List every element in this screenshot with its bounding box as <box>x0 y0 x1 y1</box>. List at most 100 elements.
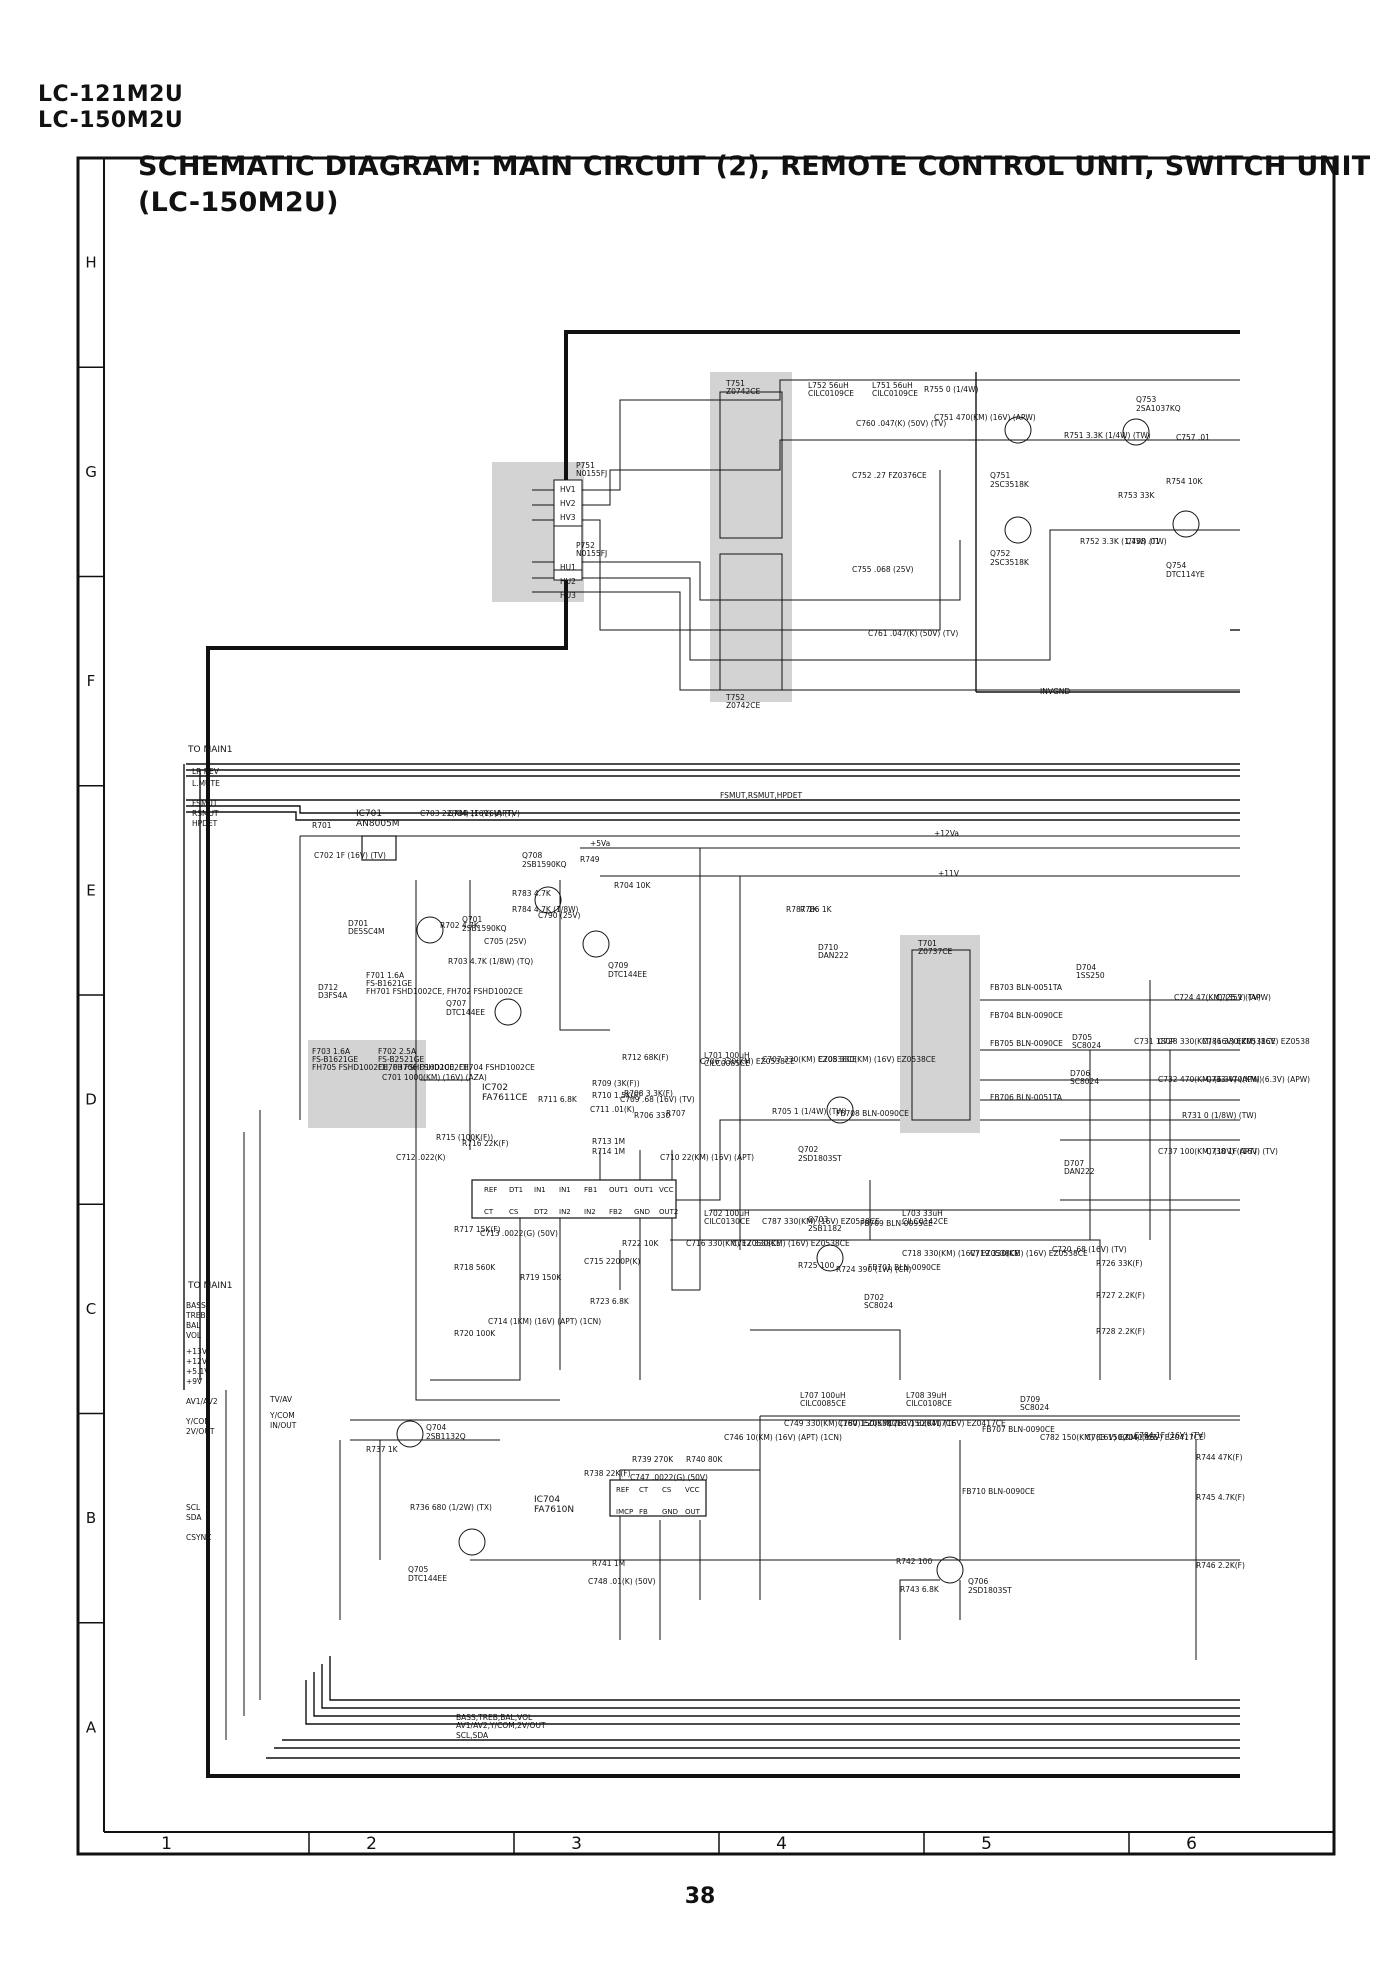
transistor-part: 2SB1590KQ <box>522 860 567 869</box>
transistor-ref: Q708 <box>522 851 542 860</box>
capacitor-label: C738 1F (16V) (TV) <box>1206 1147 1278 1156</box>
row-label-b: B <box>86 1509 96 1527</box>
capacitor-label: C784 1F (16V) (TV) <box>1134 1431 1206 1440</box>
diode-part: SC8024 <box>864 1301 893 1310</box>
capacitor-label: C718 330(KM) (16V) EZ0538CE <box>902 1249 1020 1258</box>
ic702-pin-label: FB2 <box>609 1208 622 1216</box>
transistor-ref: Q709 <box>608 961 628 970</box>
page-subtitle: (LC-150M2U) <box>138 187 339 218</box>
inductor-ref: L708 39uH <box>906 1391 947 1400</box>
model-number-2: LC-150M2U <box>38 108 184 133</box>
bus-label: AV1/AV2,Y/COM,2V/OUT <box>456 1721 546 1730</box>
row-label-h: H <box>85 254 96 272</box>
plug-part: N0155FJ <box>576 469 607 478</box>
ic704-pin-label: FB <box>639 1508 648 1516</box>
transistor-part: 2SB1590KQ <box>462 924 507 933</box>
bus-label: Y/COM <box>269 1411 295 1420</box>
bottom-signal-label: +12V <box>186 1357 208 1366</box>
transistor-ref: Q754 <box>1166 561 1186 570</box>
capacitor-label: C755 .068 (25V) <box>852 565 914 574</box>
transistor-ref: Q751 <box>990 471 1010 480</box>
ic-packages <box>361 835 707 1517</box>
transistor-ref: Q701 <box>462 915 482 924</box>
capacitor-label: C713 .0022(G) (50V) <box>480 1229 558 1238</box>
ic-ref: IC702 <box>482 1083 508 1093</box>
capacitor-label: C790 (25V) <box>538 911 581 920</box>
capacitor-label: C715 2200P(K) <box>584 1257 640 1266</box>
resistor-label: R720 100K <box>454 1329 496 1338</box>
bottom-signal-label: Y/COM <box>185 1417 211 1426</box>
capacitor-label: C746 10(KM) (16V) (APT) (1CN) <box>724 1433 842 1442</box>
bottom-signal-label: SCL <box>186 1503 201 1512</box>
bus-label: IN/OUT <box>270 1421 297 1430</box>
ic-part: AN8005M <box>356 819 400 829</box>
resistor-label: R740 80K <box>686 1455 723 1464</box>
inductor-part: CILC0085CE <box>800 1399 846 1408</box>
diode-part: D3FS4A <box>318 991 348 1000</box>
ferrite-bead-label: FB709 BLN-0095CE <box>860 1219 933 1228</box>
fuse-holders: FH705 FSHD1002CE, FH706 FSHD1002CE <box>312 1063 469 1072</box>
capacitor-label: C717 330(KM) (16V) EZ0538CE <box>732 1239 850 1248</box>
bottom-signal-label: BAL <box>186 1321 201 1330</box>
resistor-label: R755 0 (1/4W) <box>924 385 978 394</box>
resistor-label: R744 47K(F) <box>1196 1453 1243 1462</box>
bottom-signal-label: CSYNC <box>186 1533 211 1542</box>
column-label-5: 5 <box>981 1834 992 1854</box>
capacitor-label: C731 180P <box>1134 1037 1175 1046</box>
ic704-pin-label: VCC <box>685 1486 700 1494</box>
bottom-signal-label: AV1/AV2 <box>186 1397 218 1406</box>
diode-part: SC8024 <box>1020 1403 1049 1412</box>
ferrite-bead-label: FB704 BLN-0090CE <box>990 1011 1063 1020</box>
bus-label: TV/AV <box>269 1395 293 1404</box>
capacitor-label: C733 470(KM) (6.3V) (APW) <box>1206 1075 1310 1084</box>
capacitor-label: C725 1 (TV) <box>1216 993 1261 1002</box>
diode-ref: D710 <box>818 943 838 952</box>
resistor-label: R753 33K <box>1118 491 1155 500</box>
ferrite-bead-label: FB701 BLN-0090CE <box>868 1263 941 1272</box>
diode-ref: D704 <box>1076 963 1096 972</box>
diode-ref: D707 <box>1064 1159 1084 1168</box>
capacitor-label: C720 .68 (16V) (TV) <box>1052 1245 1127 1254</box>
column-label-2: 2 <box>366 1834 377 1854</box>
capacitor-label: C761 .047(K) (50V) (TV) <box>868 629 958 638</box>
bottom-signal-label: VOL <box>186 1331 202 1340</box>
rail-label: +12Va <box>934 829 959 838</box>
ic702-pin-label: DT1 <box>509 1186 523 1194</box>
ferrite-bead-label: FB703 BLN-0051TA <box>990 983 1063 992</box>
transistor-part: DTC144EE <box>446 1008 485 1017</box>
transistor-ref: Q706 <box>968 1577 988 1586</box>
capacitor-label: C724 47(KM) (35V) (APW) <box>1174 993 1271 1002</box>
transistors <box>396 416 1200 1584</box>
capacitor-label: C783 150(KM) (16V) EZ0417CE <box>1086 1433 1204 1442</box>
column-label-6: 6 <box>1186 1834 1197 1854</box>
capacitor-label: C787 330(KM) (16V) EZ0538CE <box>762 1217 880 1226</box>
plug-connectors <box>553 479 583 581</box>
resistor-label: R731 0 (1/8W) (TW) <box>1182 1111 1257 1120</box>
row-label-g: G <box>85 463 97 481</box>
ic704-pin-label: OUT <box>685 1508 701 1516</box>
page-number: 38 <box>684 1884 716 1909</box>
fuse-holders: FH701 FSHD1002CE, FH702 FSHD1002CE <box>366 987 523 996</box>
capacitor-label: C710 22(KM) (16V) (APT) <box>660 1153 754 1162</box>
ferrite-bead-label: FB710 BLN-0090CE <box>962 1487 1035 1496</box>
transformer-ref: T751 <box>725 379 745 388</box>
bottom-signal-label: 2V/OUT <box>186 1427 215 1436</box>
transistor-ref: Q707 <box>446 999 466 1008</box>
resistor-label: R749 <box>580 855 600 864</box>
capacitor-label: C714 (1KM) (16V) (APT) (1CN) <box>488 1317 601 1326</box>
transformer-ref: T752 <box>725 693 745 702</box>
transistor-part: 2SD1803ST <box>798 1154 842 1163</box>
inductor-ref: L702 100uH <box>704 1209 750 1218</box>
diode-ref: D709 <box>1020 1395 1040 1404</box>
resistor-label: R739 270K <box>632 1455 674 1464</box>
resistor-label: R714 1M <box>592 1147 625 1156</box>
transistor-part: DTC144EE <box>408 1574 447 1583</box>
plug-pin-label: HU2 <box>560 577 576 586</box>
resistor-label: R742 100 <box>896 1557 932 1566</box>
fuse-part: FS-B1621GE <box>312 1055 358 1064</box>
ferrite-bead-label: FB707 BLN-0090CE <box>982 1425 1055 1434</box>
capacitor-label: C758 .01 <box>1126 537 1160 546</box>
